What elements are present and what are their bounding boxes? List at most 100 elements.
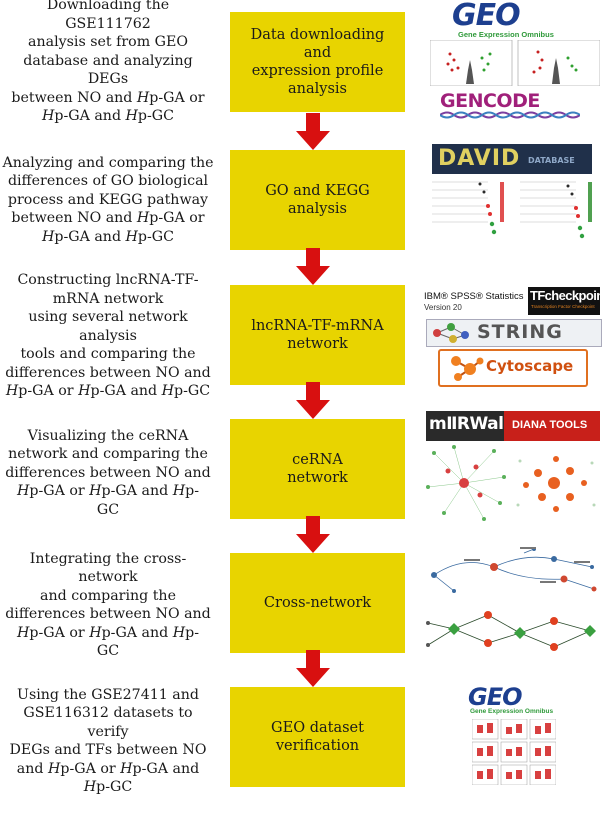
desc-line: analysis set from GEO bbox=[28, 34, 188, 51]
dna-helix-icon bbox=[440, 111, 580, 119]
desc-line: differences of GO biological bbox=[7, 173, 209, 190]
desc-line: differences between NO and bbox=[5, 364, 211, 381]
desc-line: Hp-GA or Hp-GA and Hp-GC bbox=[5, 383, 211, 400]
desc-line: mRNA network bbox=[52, 290, 164, 307]
step-3: Constructing lncRNA-TF- mRNA network usi… bbox=[0, 272, 603, 415]
box-line: analysis bbox=[288, 201, 347, 217]
step-5: Integrating the cross-network and compar… bbox=[0, 547, 603, 683]
box-line: network bbox=[287, 470, 348, 486]
spss-version: Version 20 bbox=[424, 303, 462, 312]
desc-line: network and comparing the bbox=[8, 446, 208, 463]
string-text: STRING bbox=[477, 321, 563, 343]
desc-line: Analyzing and comparing the bbox=[2, 154, 214, 171]
geo-logo-subtitle: Gene Expression Omnibus bbox=[470, 708, 554, 715]
desc-line: Using the GSE27411 and bbox=[17, 686, 199, 703]
box-line: expression profile bbox=[251, 63, 384, 79]
step-4-description: Visualizing the ceRNA network and compar… bbox=[2, 419, 214, 527]
box-line: analysis bbox=[288, 81, 347, 97]
diana-tools-text: DIANA TOOLS bbox=[512, 419, 588, 431]
desc-line: and Hp-GA or Hp-GA and bbox=[16, 760, 200, 777]
step-4-panel: mⅡRWalk DIANA TOOLS bbox=[424, 411, 602, 521]
mirwalk-text: mⅡRWalk bbox=[429, 414, 515, 434]
tfcheckpoint-logo: TFcheckpoint Transcription Factor Checkp… bbox=[528, 287, 603, 315]
desc-line: Visualizing the ceRNA bbox=[27, 427, 189, 444]
desc-line: process and KEGG pathway bbox=[7, 191, 209, 208]
desc-line: Constructing lncRNA-TF- bbox=[17, 272, 199, 289]
desc-line: Hp-GA or Hp-GA and Hp- bbox=[16, 483, 199, 500]
desc-line: and comparing the bbox=[40, 587, 176, 604]
desc-line: Integrating the cross-network bbox=[29, 550, 187, 586]
arrow-down-icon bbox=[296, 382, 330, 419]
step-5-description: Integrating the cross-network and compar… bbox=[2, 550, 214, 660]
box-line: Data downloading bbox=[250, 27, 385, 43]
geo-logo: GEO bbox=[468, 683, 522, 711]
spss-logo: IBM® SPSS® Statistics bbox=[424, 291, 524, 302]
desc-line: tools and comparing the bbox=[20, 346, 196, 363]
network-icon bbox=[433, 323, 469, 343]
step-2: Analyzing and comparing the differences … bbox=[0, 144, 603, 280]
box-line: and bbox=[303, 45, 332, 61]
volcano-plots bbox=[430, 40, 600, 86]
geo-logo-subtitle: Gene Expression Omnibus bbox=[458, 30, 554, 39]
desc-line: GC bbox=[96, 501, 120, 518]
box-line: network bbox=[287, 336, 348, 352]
desc-line: between NO and Hp-GA or bbox=[11, 89, 205, 106]
box-line: verification bbox=[275, 738, 360, 754]
arrow-down-icon bbox=[296, 113, 330, 150]
step-3-panel: IBM® SPSS® Statistics Version 20 TFcheck… bbox=[424, 287, 603, 387]
desc-line: differences between NO and bbox=[5, 606, 211, 622]
cross-network-graph-top bbox=[431, 547, 597, 593]
boxplot-grid bbox=[472, 719, 556, 785]
step-1-box: Data downloading and expression profile … bbox=[230, 12, 405, 112]
cytoscape-logo: Cytoscape bbox=[438, 349, 588, 387]
desc-line: Hp-GA or Hp-GA and Hp- bbox=[17, 624, 199, 641]
cytoscape-text: Cytoscape bbox=[486, 357, 574, 375]
box-line: lncRNA-TF-mRNA bbox=[251, 318, 384, 334]
box-line: GEO dataset bbox=[271, 720, 364, 736]
step-6-description: Using the GSE27411 and GSE116312 dataset… bbox=[2, 686, 214, 796]
step-1-panel: GEO Gene Expression Omnibus GENCODE bbox=[424, 0, 602, 119]
box-line: GO and KEGG bbox=[265, 183, 370, 199]
step-6-box: GEO dataset verification bbox=[230, 687, 405, 787]
geo-logo: GEO bbox=[452, 0, 521, 33]
david-logo: DAVID DATABASE bbox=[432, 144, 592, 174]
cross-network-graph-bottom bbox=[426, 611, 596, 651]
cytoscape-icon bbox=[451, 356, 484, 381]
desc-line: Hp-GC bbox=[83, 779, 133, 795]
david-logo-subtitle: DATABASE bbox=[528, 156, 575, 165]
arrow-down-icon bbox=[296, 248, 330, 285]
step-4: Visualizing the ceRNA network and compar… bbox=[0, 411, 603, 549]
desc-line: Downloading the GSE111762 bbox=[46, 0, 170, 32]
desc-line: GSE116312 datasets to verify bbox=[23, 705, 193, 740]
desc-line: database and analyzing DEGs bbox=[23, 52, 193, 88]
step-3-description: Constructing lncRNA-TF- mRNA network usi… bbox=[2, 271, 214, 401]
desc-line: Hp-GA and Hp-GC bbox=[42, 228, 174, 245]
step-4-box: ceRNA network bbox=[230, 419, 405, 519]
step-2-description: Analyzing and comparing the differences … bbox=[2, 150, 214, 250]
david-logo-text: DAVID bbox=[438, 146, 521, 171]
diana-tools-logo: DIANA TOOLS bbox=[504, 411, 600, 441]
desc-line: GC bbox=[96, 643, 120, 659]
mirwalk-logo: mⅡRWalk bbox=[426, 411, 515, 441]
desc-line: between NO and Hp-GA or bbox=[11, 210, 205, 227]
tfcheckpoint-subtitle: Transcription Factor Checkpoint bbox=[531, 304, 595, 309]
step-1: Downloading the GSE111762 analysis set f… bbox=[0, 0, 603, 130]
arrow-down-icon bbox=[296, 650, 330, 687]
desc-line: differences between NO and bbox=[5, 464, 211, 481]
string-logo: STRING bbox=[426, 319, 602, 347]
enrichment-dot-plots bbox=[428, 176, 600, 248]
desc-line: Hp-GA and Hp-GC bbox=[42, 108, 174, 125]
desc-line: DEGs and TFs between NO bbox=[9, 742, 207, 758]
step-2-box: GO and KEGG analysis bbox=[230, 150, 405, 250]
step-3-box: lncRNA-TF-mRNA network bbox=[230, 285, 405, 385]
gencode-logo: GENCODE bbox=[440, 90, 540, 112]
desc-line: using several network analysis bbox=[28, 309, 188, 344]
step-6-panel: GEO Gene Expression Omnibus bbox=[424, 683, 602, 787]
arrow-down-icon bbox=[296, 516, 330, 553]
box-line: ceRNA bbox=[292, 452, 343, 468]
step-5-panel bbox=[424, 545, 602, 661]
box-line: Cross-network bbox=[263, 595, 372, 611]
tfcheckpoint-text: TFcheckpoint bbox=[530, 288, 603, 303]
step-5-box: Cross-network bbox=[230, 553, 405, 653]
step-2-panel: DAVID DATABASE bbox=[424, 144, 602, 248]
